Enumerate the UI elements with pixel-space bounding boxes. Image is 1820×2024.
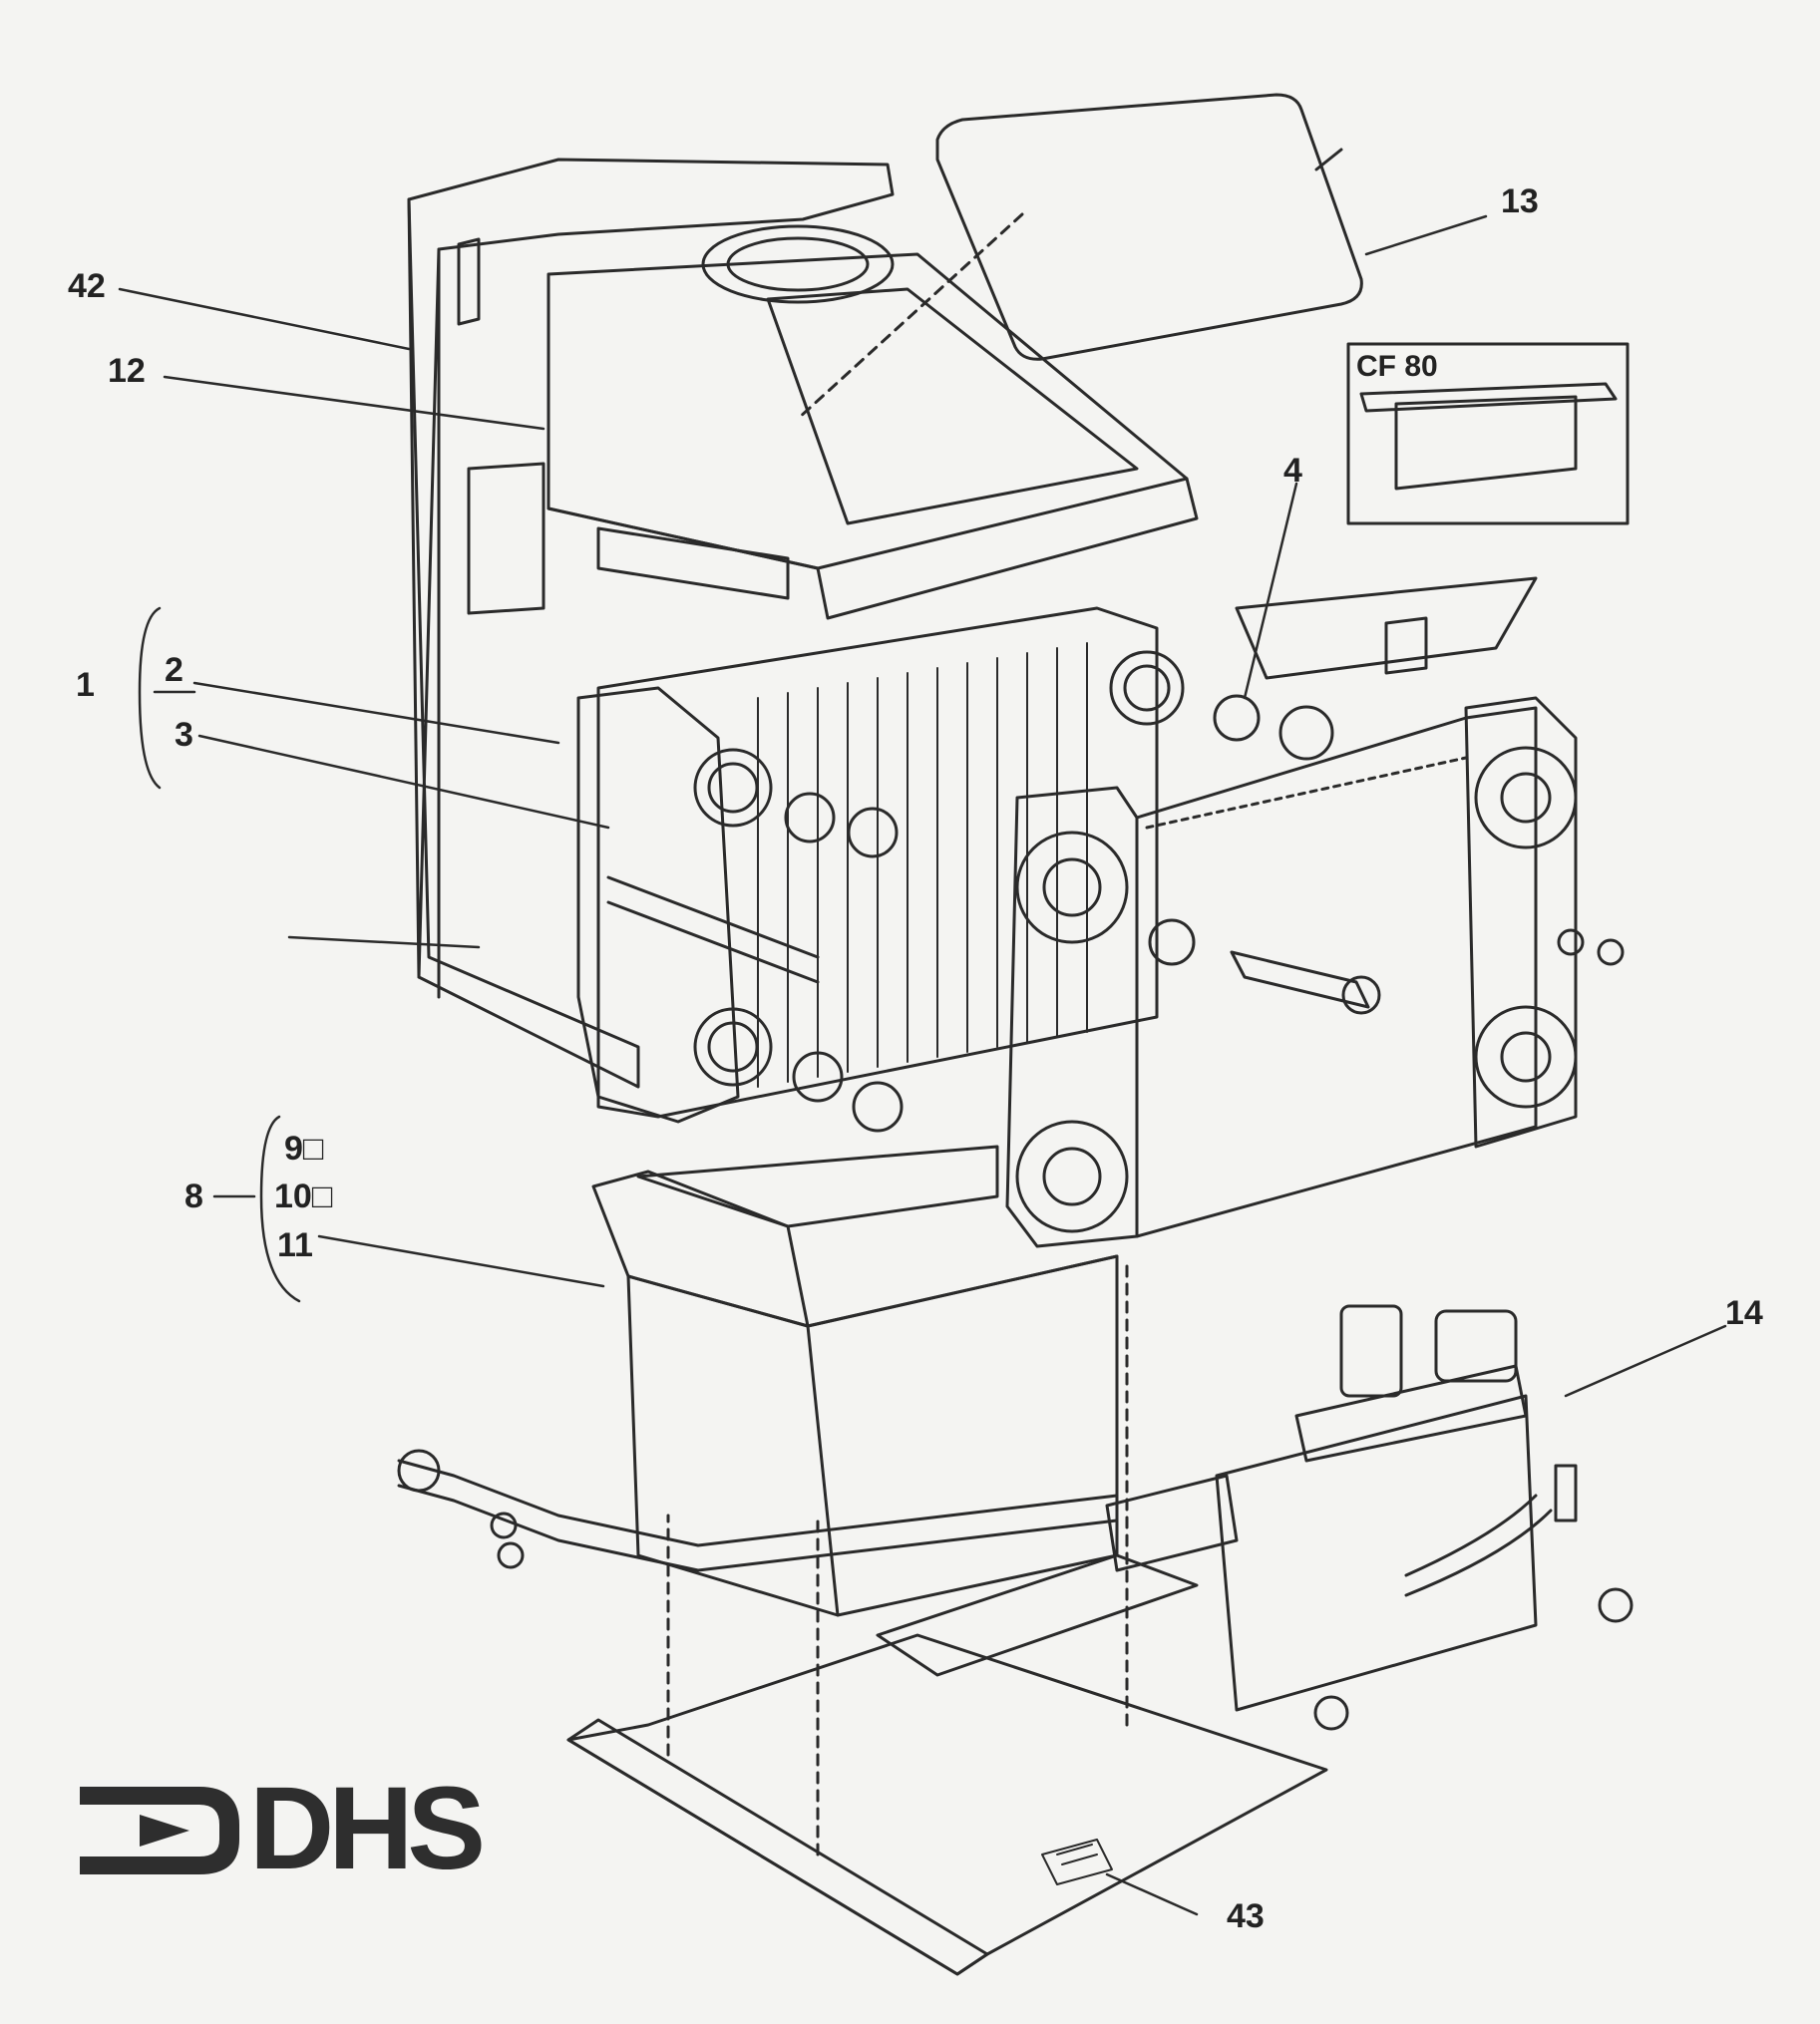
- callout-12: 12: [108, 352, 146, 390]
- callout-4: 4: [1283, 452, 1302, 490]
- callout-13: 13: [1501, 182, 1539, 220]
- flue-hood: [546, 224, 1199, 620]
- callout-42: 42: [68, 267, 106, 305]
- side-cover-assembly: [1135, 576, 1625, 1238]
- rear-casing-panel: [407, 158, 895, 1089]
- dhs-logo-mark: [80, 1787, 239, 1874]
- callout-10: 10□: [274, 1178, 333, 1215]
- inset-title: CF 80: [1356, 350, 1438, 383]
- gas-valve-burner: [1105, 1304, 1634, 1731]
- combustion-chamber: [591, 1145, 1199, 1856]
- callout-1: 1: [76, 666, 95, 704]
- callout-9: 9□: [284, 1130, 324, 1168]
- gas-pipe: [397, 1449, 1119, 1572]
- leader-lines: [118, 214, 1727, 1916]
- callout-2: 2: [165, 651, 183, 689]
- callout-11: 11: [277, 1226, 313, 1264]
- callout-14: 14: [1725, 1294, 1763, 1332]
- base-tray: [566, 1633, 1328, 1976]
- callout-3: 3: [175, 716, 193, 754]
- callout-8: 8: [184, 1178, 203, 1215]
- dhs-logo-text: DHS: [249, 1763, 486, 1894]
- callout-43: 43: [1227, 1897, 1265, 1935]
- heat-exchanger: [576, 606, 1185, 1133]
- cover-plate: [796, 93, 1363, 421]
- cf80-inset: [1346, 342, 1630, 525]
